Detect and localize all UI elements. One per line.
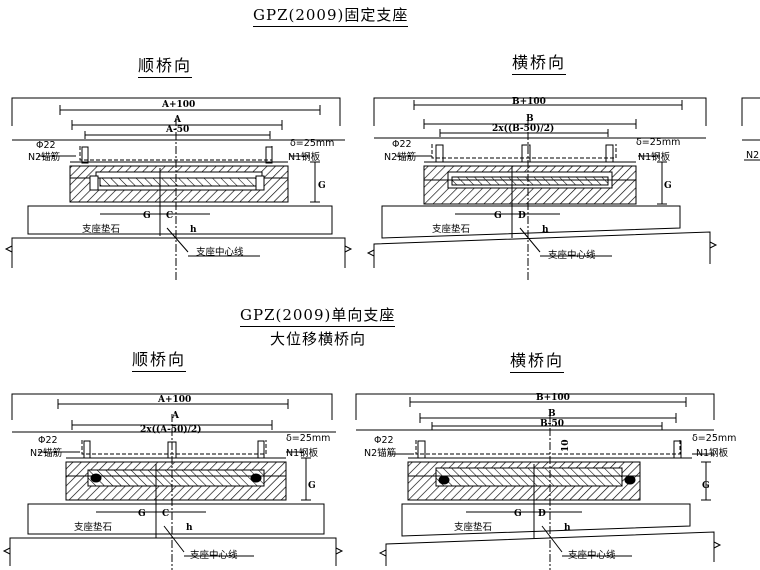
tl-delta: δ=25mm	[290, 138, 334, 149]
tr-phi22: Φ22	[392, 139, 412, 150]
bl-plate: N1钢板	[286, 447, 319, 459]
tr-b: B	[526, 114, 534, 124]
tr-2x: 2x((B-50)/2)	[492, 123, 554, 134]
top-left-view-title: 顺桥向	[138, 52, 193, 78]
bottom-right-view-title: 横桥向	[510, 347, 565, 373]
tr-g: G	[664, 181, 672, 191]
bl-phi22: Φ22	[38, 435, 58, 446]
br-delta: δ=25mm	[692, 433, 736, 444]
bl-pad: 支座垫石	[74, 521, 112, 533]
tr-h: h	[542, 225, 549, 235]
br-d: D	[538, 509, 546, 519]
tr-centerline: 支座中心线	[548, 249, 596, 261]
br-h: h	[564, 523, 571, 533]
bottom-left-view-title: 顺桥向	[132, 346, 187, 372]
tl-a: A	[173, 115, 182, 125]
edge-anchor-fragment: N2	[746, 150, 759, 161]
tl-a100: A+100	[161, 100, 195, 110]
br-g2: G	[514, 509, 522, 519]
tl-c: C	[166, 211, 173, 221]
br-g: G	[702, 481, 710, 491]
top-left-drawing	[4, 97, 353, 280]
tr-d: D	[518, 211, 526, 221]
top-right-drawing	[366, 97, 718, 282]
br-b100: B+100	[536, 393, 570, 403]
br-centerline: 支座中心线	[568, 549, 616, 561]
bottom-title: GPZ(2009)单向支座	[240, 304, 396, 327]
bottom-right-drawing	[355, 393, 722, 570]
bl-a100: A+100	[157, 395, 191, 405]
br-plate: N1钢板	[696, 447, 729, 459]
tr-g2: G	[494, 211, 502, 221]
tr-delta: δ=25mm	[636, 137, 680, 148]
tl-g: G	[318, 181, 326, 191]
cropped-drawing-edge	[741, 97, 760, 161]
tl-centerline: 支座中心线	[196, 246, 244, 258]
bl-delta: δ=25mm	[286, 433, 330, 444]
tl-plate: N1钢板	[288, 151, 321, 163]
bl-c: C	[162, 509, 169, 519]
tr-pad: 支座垫石	[432, 223, 470, 235]
bl-a: A	[171, 411, 180, 421]
tl-phi22: Φ22	[36, 140, 56, 151]
tr-b100: B+100	[512, 97, 546, 107]
bl-h: h	[186, 523, 193, 533]
tl-g2: G	[143, 211, 151, 221]
bl-centerline: 支座中心线	[190, 549, 238, 561]
br-b50: B-50	[540, 419, 564, 429]
tr-plate: N1钢板	[638, 151, 671, 163]
bl-g2: G	[138, 509, 146, 519]
br-ten: 10	[561, 439, 571, 452]
bl-2x: 2x((A-50)/2)	[140, 424, 201, 435]
top-right-view-title: 横桥向	[512, 49, 567, 75]
tl-h: h	[190, 225, 197, 235]
bl-g: G	[308, 481, 316, 491]
tr-anchor: N2锚筋	[384, 151, 416, 163]
bottom-left-drawing	[2, 393, 344, 570]
bl-anchor: N2锚筋	[30, 447, 62, 459]
tl-pad: 支座垫石	[82, 223, 120, 235]
br-b: B	[548, 409, 556, 419]
bottom-subtitle: 大位移横桥向	[270, 330, 367, 348]
br-pad: 支座垫石	[454, 521, 492, 533]
tl-a50: A-50	[165, 125, 189, 135]
top-title: GPZ(2009)固定支座	[253, 4, 409, 27]
tl-anchor: N2锚筋	[28, 151, 60, 163]
br-anchor: N2锚筋	[364, 447, 396, 459]
br-phi22: Φ22	[374, 435, 394, 446]
